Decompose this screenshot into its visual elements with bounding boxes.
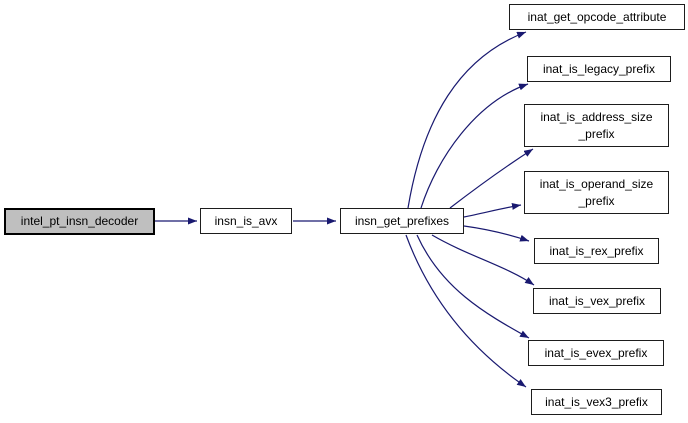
edge-prefixes-to-operand-size-prefix bbox=[463, 203, 522, 218]
node-insn-is-avx[interactable]: insn_is_avx bbox=[200, 208, 292, 234]
node-inat-is-legacy-prefix[interactable]: inat_is_legacy_prefix bbox=[527, 56, 671, 82]
node-label: inat_is_vex_prefix bbox=[548, 293, 646, 308]
node-inat-is-rex-prefix[interactable]: inat_is_rex_prefix bbox=[534, 238, 659, 264]
node-inat-is-vex-prefix[interactable]: inat_is_vex_prefix bbox=[533, 288, 661, 314]
node-inat-get-opcode-attribute[interactable]: inat_get_opcode_attribute bbox=[509, 4, 685, 30]
node-label: inat_is_rex_prefix bbox=[549, 243, 644, 258]
node-label: insn_get_prefixes bbox=[354, 213, 450, 228]
node-label: inat_is_operand_size _prefix bbox=[539, 176, 654, 208]
edge-prefixes-to-address-size-prefix bbox=[449, 148, 534, 209]
node-label: inat_is_address_size _prefix bbox=[540, 109, 653, 141]
node-inat-is-vex3-prefix[interactable]: inat_is_vex3_prefix bbox=[531, 389, 662, 415]
node-label: intel_pt_insn_decoder bbox=[20, 214, 139, 228]
node-inat-is-evex-prefix[interactable]: inat_is_evex_prefix bbox=[528, 340, 664, 366]
node-label: inat_is_legacy_prefix bbox=[542, 61, 656, 76]
edge-prefixes-to-legacy-prefix bbox=[420, 83, 529, 209]
node-label: inat_is_vex3_prefix bbox=[545, 394, 648, 409]
node-insn-get-prefixes[interactable]: insn_get_prefixes bbox=[340, 208, 464, 234]
edge-prefixes-to-evex-prefix bbox=[416, 234, 530, 339]
edge-prefixes-to-vex-prefix bbox=[431, 234, 535, 286]
edge-prefixes-to-rex-prefix bbox=[463, 225, 530, 242]
edge-prefixes-to-opcode-attribute bbox=[407, 31, 527, 209]
node-label: inat_is_evex_prefix bbox=[544, 345, 648, 360]
node-label: inat_get_opcode_attribute bbox=[527, 9, 667, 24]
node-inat-is-operand-size-prefix[interactable]: inat_is_operand_size _prefix bbox=[524, 171, 669, 214]
edge-prefixes-to-vex3-prefix bbox=[405, 234, 527, 388]
node-inat-is-address-size-prefix[interactable]: inat_is_address_size _prefix bbox=[524, 104, 669, 147]
node-label: insn_is_avx bbox=[214, 213, 278, 228]
node-intel-pt-insn-decoder[interactable]: intel_pt_insn_decoder bbox=[4, 208, 155, 235]
